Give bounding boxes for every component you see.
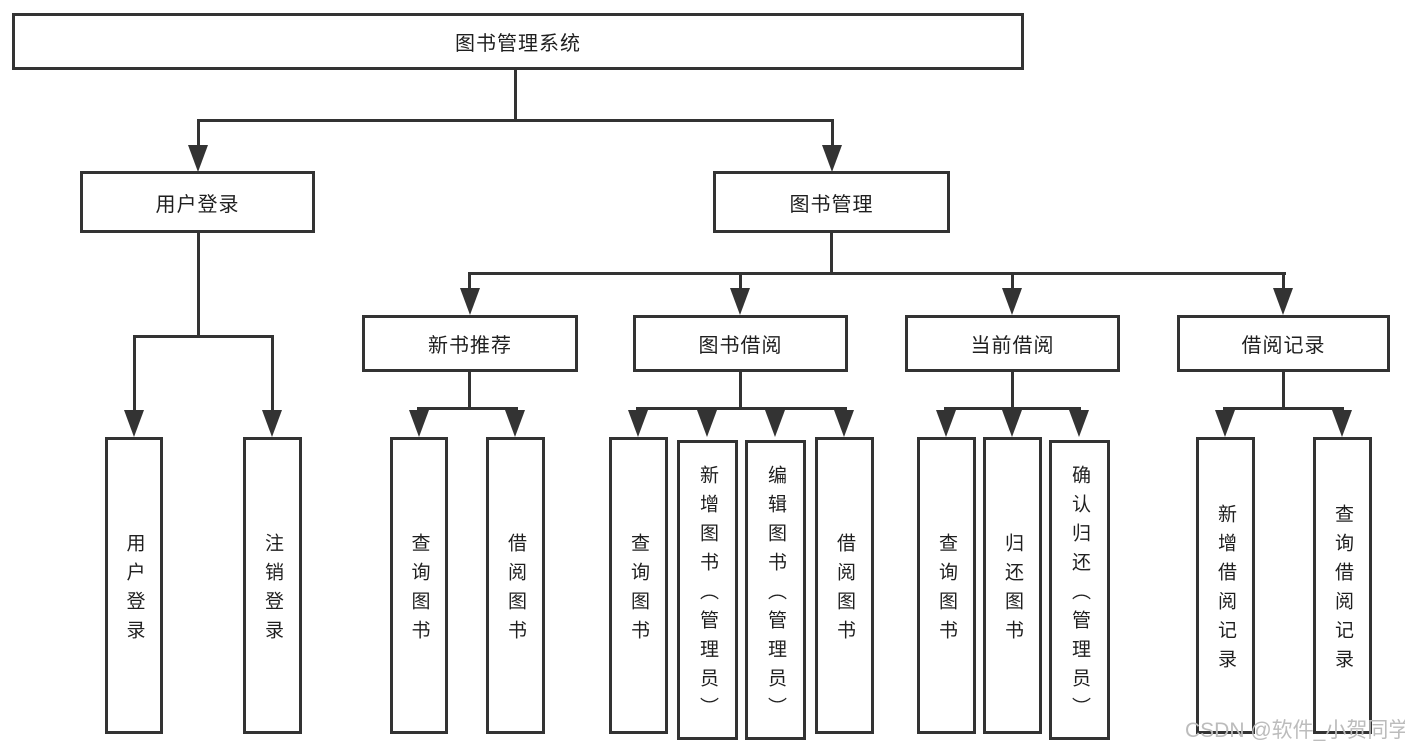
- arrowhead-icon: [1215, 410, 1235, 437]
- connector-line: [739, 275, 742, 288]
- node-label: 当前借阅: [970, 335, 1055, 357]
- connector-line: [1011, 275, 1014, 288]
- node-label: 借阅图书: [505, 532, 526, 649]
- connector-line: [468, 372, 471, 408]
- connector-line: [1282, 372, 1285, 408]
- node-label: 归还图书: [1002, 532, 1023, 649]
- leaf-add-borrow-record: 新增借阅记录: [1196, 437, 1255, 734]
- node-current-borrowing: 当前借阅: [905, 315, 1120, 372]
- watermark: CSDN @软件_小贺同学: [1185, 719, 1405, 742]
- arrowhead-icon: [1332, 410, 1352, 437]
- node-label: 借阅记录: [1241, 335, 1326, 357]
- node-label: 图书管理: [789, 193, 874, 216]
- arrowhead-icon: [697, 410, 717, 437]
- connector-line: [831, 122, 834, 146]
- leaf-query-books: 查询图书: [390, 437, 448, 734]
- node-label: 注销登录: [262, 532, 283, 649]
- connector-line: [197, 233, 200, 336]
- node-label: 图书借阅: [698, 335, 783, 357]
- arrowhead-icon: [1002, 288, 1022, 315]
- connector-line: [197, 119, 834, 122]
- connector-line: [133, 335, 274, 338]
- arrowhead-icon: [1069, 410, 1089, 437]
- connector-line: [417, 407, 518, 410]
- node-label: 确认归还（管理员）: [1069, 464, 1090, 726]
- arrowhead-icon: [1273, 288, 1293, 315]
- arrowhead-icon: [730, 288, 750, 315]
- connector-line: [468, 275, 471, 288]
- node-label: 借阅图书: [834, 532, 855, 649]
- node-library-system: 图书管理系统: [12, 13, 1024, 70]
- connector-line: [514, 70, 517, 120]
- leaf-query-books: 查询图书: [609, 437, 668, 734]
- node-user-login: 用户登录: [80, 171, 315, 233]
- connector-line: [636, 407, 847, 410]
- arrowhead-icon: [188, 145, 208, 172]
- node-label: 新增借阅记录: [1215, 503, 1236, 678]
- arrowhead-icon: [505, 410, 525, 437]
- leaf-borrow-books: 借阅图书: [486, 437, 545, 734]
- connector-line: [133, 338, 136, 410]
- connector-line: [1282, 275, 1285, 288]
- node-label: 图书管理系统: [455, 33, 581, 55]
- node-label: 查询图书: [628, 532, 649, 649]
- arrowhead-icon: [460, 288, 480, 315]
- arrowhead-icon: [822, 145, 842, 172]
- arrowhead-icon: [936, 410, 956, 437]
- node-label: 新书推荐: [428, 335, 512, 357]
- leaf-borrow-books: 借阅图书: [815, 437, 874, 734]
- node-borrow-records: 借阅记录: [1177, 315, 1390, 372]
- connector-line: [739, 372, 742, 408]
- leaf-return-books: 归还图书: [983, 437, 1042, 734]
- node-label: 编辑图书（管理员）: [765, 464, 786, 726]
- connector-line: [1223, 407, 1344, 410]
- leaf-edit-books-admin: 编辑图书（管理员）: [745, 440, 806, 740]
- arrowhead-icon: [765, 410, 785, 437]
- leaf-add-books-admin: 新增图书（管理员）: [677, 440, 738, 740]
- leaf-confirm-return-admin: 确认归还（管理员）: [1049, 440, 1110, 740]
- node-book-management: 图书管理: [713, 171, 950, 233]
- connector-line: [944, 407, 1081, 410]
- arrowhead-icon: [409, 410, 429, 437]
- leaf-logout: 注销登录: [243, 437, 302, 734]
- leaf-user-login: 用户登录: [105, 437, 163, 734]
- node-label: 用户登录: [155, 193, 240, 216]
- connector-line: [271, 338, 274, 410]
- connector-line: [830, 233, 833, 273]
- leaf-query-borrow-record: 查询借阅记录: [1313, 437, 1372, 734]
- connector-line: [1011, 372, 1014, 408]
- connector-line: [468, 272, 1286, 275]
- node-new-book-recommend: 新书推荐: [362, 315, 578, 372]
- connector-line: [197, 122, 200, 146]
- leaf-query-books: 查询图书: [917, 437, 976, 734]
- arrowhead-icon: [124, 410, 144, 437]
- node-label: 查询借阅记录: [1332, 503, 1353, 678]
- node-label: 查询图书: [408, 532, 430, 649]
- node-label: 用户登录: [123, 532, 145, 649]
- node-book-borrowing: 图书借阅: [633, 315, 848, 372]
- arrowhead-icon: [834, 410, 854, 437]
- node-label: 新增图书（管理员）: [697, 464, 718, 726]
- arrowhead-icon: [262, 410, 282, 437]
- node-label: 查询图书: [936, 532, 957, 649]
- arrowhead-icon: [1002, 410, 1022, 437]
- arrowhead-icon: [628, 410, 648, 437]
